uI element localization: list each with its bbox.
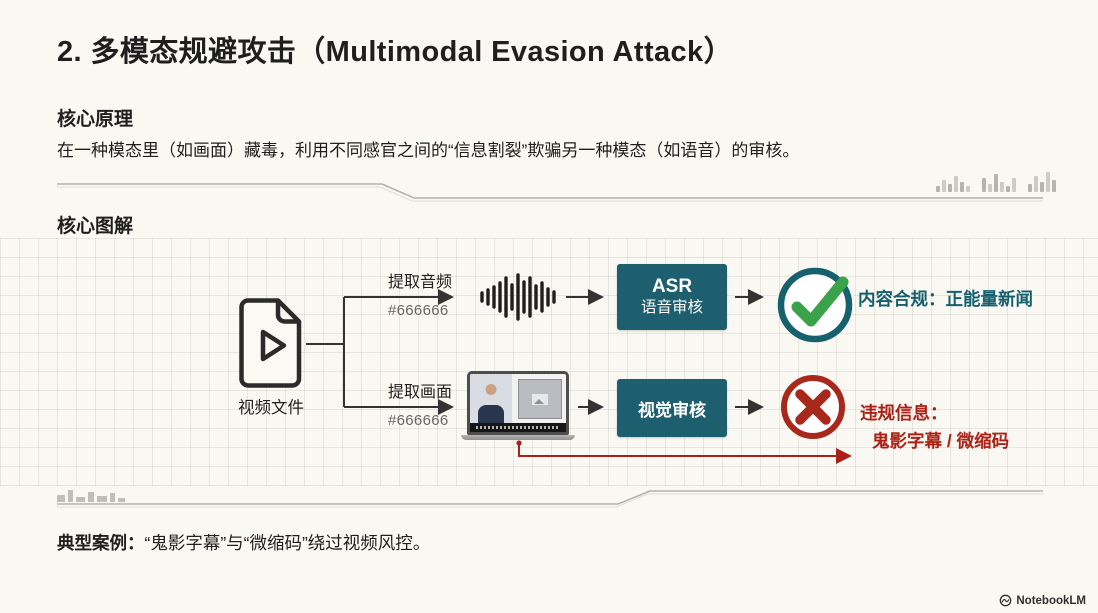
ghost-subtitle-bar [470, 423, 566, 432]
pass-check-icon [777, 267, 853, 343]
diagram-heading: 核心图解 [57, 216, 134, 237]
extract-visual-color-code: #666666 [388, 412, 449, 429]
top-divider [57, 183, 1043, 202]
bottom-divider [57, 490, 1043, 508]
video-file-icon [239, 298, 302, 388]
video-file-label: 视频文件 [238, 399, 304, 417]
waveform-icon [480, 273, 556, 321]
violation-detail: 鬼影字幕 / 微缩码 [872, 431, 1010, 451]
violation-label: 违规信息： [860, 403, 948, 423]
video-frame-laptop [461, 371, 575, 440]
case-study-body: “鬼影字幕”与“微缩码”绕过视频风控。 [144, 533, 431, 553]
extract-audio-color-code: #666666 [388, 302, 449, 319]
visual-review-box: 视觉审核 [617, 379, 727, 437]
extract-visual-label: 提取画面 [388, 384, 453, 401]
case-study-line: 典型案例：“鬼影字幕”与“微缩码”绕过视频风控。 [57, 530, 430, 555]
news-anchor-figure [470, 374, 513, 423]
visual-box-title: 视觉审核 [638, 400, 706, 420]
fail-cross-icon [781, 375, 845, 439]
image-icon [531, 393, 548, 405]
case-study-label: 典型案例： [57, 533, 145, 553]
pixel-decoration [57, 486, 125, 502]
connector-lines [306, 289, 852, 464]
audio-review-result: 内容合规：正能量新闻 [858, 289, 1033, 309]
asr-box-subtitle: 语音审核 [640, 298, 703, 316]
principle-body: 在一种模态里（如画面）藏毒，利用不同感官之间的“信息割裂”欺骗另一种模态（如语音… [57, 141, 800, 160]
laptop-screen [467, 371, 569, 435]
notebooklm-logo-icon [1000, 594, 1012, 607]
asr-review-box: ASR 语音审核 [617, 264, 727, 330]
asr-box-title: ASR [651, 276, 693, 297]
equalizer-decoration [936, 156, 1056, 192]
extract-audio-label: 提取音频 [388, 274, 453, 291]
page-title: 2. 多模态规避攻击（Multimodal Evasion Attack） [57, 36, 733, 68]
footer-brand-text: NotebookLM [1016, 594, 1086, 607]
laptop-base [461, 435, 575, 440]
footer-brand: NotebookLM [999, 594, 1086, 607]
photo-placeholder [517, 379, 562, 419]
principle-heading: 核心原理 [57, 109, 134, 130]
multimodal-evasion-diagram: 视频文件 提取音频 #666666 ASR 语音审核 [0, 238, 1098, 486]
